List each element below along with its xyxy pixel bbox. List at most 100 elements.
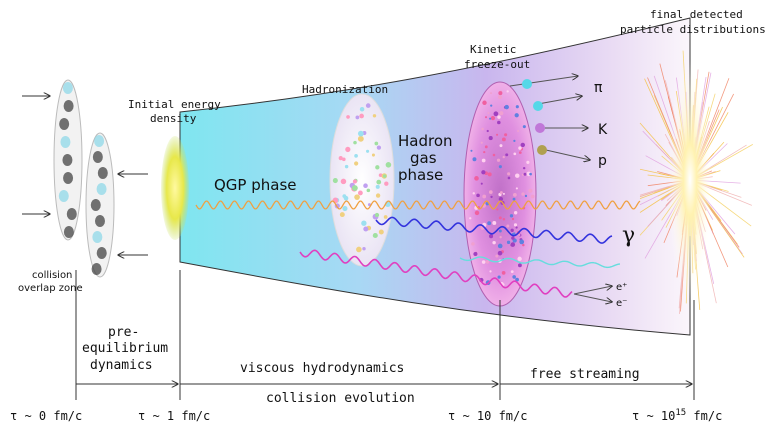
hadron-dot xyxy=(354,194,360,200)
hadron-dot xyxy=(355,115,360,120)
freezeout-dot xyxy=(512,197,516,201)
hadron-dot xyxy=(345,146,351,153)
freezeout-dot xyxy=(488,190,493,194)
freezeout-dot xyxy=(476,193,480,198)
nucleon xyxy=(60,136,71,148)
cyan-wave xyxy=(459,256,620,269)
hadron-dot xyxy=(372,232,378,239)
photon-wave xyxy=(195,200,641,210)
freezeout-dot xyxy=(497,115,501,119)
tau-15-label: τ ~ 1015 fm/c xyxy=(632,408,722,423)
collision-label-2: overlap zone xyxy=(18,283,83,294)
nucleon xyxy=(63,226,74,238)
freezeout-dot xyxy=(485,260,490,264)
freezeout-dot xyxy=(512,275,516,279)
freezeout-dot xyxy=(482,194,487,199)
freezeout-dot xyxy=(507,172,511,176)
freezeout-dot xyxy=(492,240,496,245)
nucleon xyxy=(58,190,69,202)
hadron-dot xyxy=(343,195,349,201)
hadron-dot xyxy=(353,140,357,145)
gamma-label: γ xyxy=(622,223,635,248)
freezeout-dot xyxy=(481,260,486,264)
pre-eq-label-3: dynamics xyxy=(90,358,153,373)
hadron-dot xyxy=(339,212,345,218)
kinetic-label-2: freeze-out xyxy=(464,58,530,71)
freezeout-dot xyxy=(490,115,496,121)
particle-arrows xyxy=(509,76,612,302)
nucleon xyxy=(91,263,102,275)
hadron-dot xyxy=(356,246,362,253)
freezeout-dot xyxy=(502,155,505,159)
freezeout-dot xyxy=(526,160,530,164)
freezeout-dot xyxy=(519,239,525,245)
collision-nuclei xyxy=(22,79,148,278)
hadron-gas-label-2: gas xyxy=(410,149,437,167)
freezeout-dot xyxy=(484,145,488,149)
hadronization-disc xyxy=(329,93,395,267)
freezeout-dot xyxy=(510,228,514,232)
hadronization-label: Hadronization xyxy=(302,83,388,96)
hadron-dot xyxy=(351,185,358,192)
freezeout-dot xyxy=(517,263,522,268)
freezeout-dot xyxy=(498,216,502,220)
freezeout-dot xyxy=(498,91,503,96)
final-distributions-label-1: final detected xyxy=(650,8,743,21)
freezeout-dot xyxy=(515,187,518,190)
nucleon xyxy=(94,215,105,227)
tau-1-label: τ ~ 1 fm/c xyxy=(138,409,210,423)
freezeout-dot xyxy=(528,188,533,193)
freezeout-dot xyxy=(495,254,499,258)
freezeout-dot xyxy=(490,92,493,95)
hadron-dot xyxy=(372,114,377,118)
freezeout-dot xyxy=(496,133,499,136)
hadron-dot xyxy=(357,130,364,137)
freezeout-dot xyxy=(522,125,526,129)
hadron-dot xyxy=(340,178,347,185)
freezeout-dot xyxy=(487,221,492,226)
freezeout-dot xyxy=(497,95,503,100)
freezeout-dot xyxy=(513,152,517,156)
kaon-label: K xyxy=(598,122,608,138)
nucleon xyxy=(63,100,74,112)
hadron-dot xyxy=(375,184,380,189)
freezeout-dot xyxy=(493,111,499,117)
hadron-gas-label-3: phase xyxy=(398,166,443,184)
hadron-dot xyxy=(371,153,375,157)
freezeout-dot xyxy=(472,192,475,195)
freezeout-dot xyxy=(513,211,518,215)
freezeout-dot xyxy=(501,271,506,275)
freezeout-dot xyxy=(470,149,473,152)
freezeout-dot xyxy=(474,176,479,181)
hadron-dot xyxy=(374,141,379,146)
freezeout-dot xyxy=(492,153,496,157)
freezeout-dot xyxy=(506,90,509,93)
initial-label-2: density xyxy=(150,112,197,125)
freezeout-dot xyxy=(507,176,511,180)
e-plus-label: e⁺ xyxy=(616,282,627,293)
freezeout-dot xyxy=(499,191,503,195)
freezeout-dot xyxy=(515,277,519,282)
proton-label: p xyxy=(598,153,607,169)
hadron-dot xyxy=(357,135,364,142)
freezeout-dot xyxy=(502,192,505,195)
hadron-dot xyxy=(375,193,381,198)
freezeout-dot xyxy=(483,150,486,154)
viscous-label: viscous hydrodynamics xyxy=(240,361,404,376)
hadron-dot xyxy=(362,247,366,251)
freezeout-dot xyxy=(496,208,499,211)
freezeout-dot xyxy=(469,217,472,220)
e-minus-label: e⁻ xyxy=(616,298,627,309)
hadron-dot xyxy=(375,165,380,170)
hadron-dot xyxy=(332,197,339,204)
nucleon xyxy=(90,199,101,211)
freezeout-dot xyxy=(510,243,514,247)
freezeout-dot xyxy=(481,127,484,131)
freezeout-dot xyxy=(522,243,525,247)
freezeout-dot xyxy=(489,270,492,273)
hadron-dot xyxy=(374,212,380,218)
nucleon xyxy=(94,135,105,147)
freezeout-dot xyxy=(515,173,520,178)
hadron-dot xyxy=(366,188,371,193)
kinetic-label-1: Kinetic xyxy=(470,43,516,56)
